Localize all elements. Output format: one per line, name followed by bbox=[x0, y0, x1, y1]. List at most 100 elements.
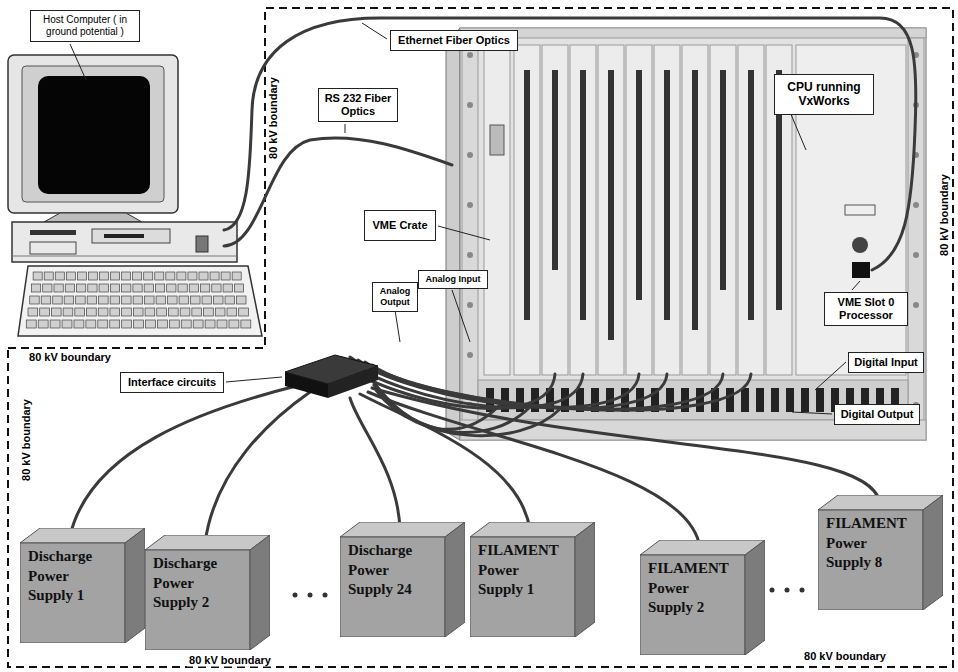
card-panel bbox=[598, 45, 624, 375]
card-bar bbox=[748, 70, 754, 320]
callout-box: Digital Input bbox=[848, 352, 924, 373]
callout-text: Host Computer ( in ground potential ) bbox=[35, 14, 135, 38]
host-computer bbox=[8, 55, 262, 336]
rail-hole bbox=[913, 302, 919, 308]
keyboard-key bbox=[86, 320, 96, 328]
vme-crate-part bbox=[490, 125, 504, 155]
callout-box: Digital Output bbox=[834, 404, 920, 425]
keyboard-key bbox=[205, 320, 215, 328]
card-bar bbox=[580, 70, 586, 320]
keyboard-key bbox=[110, 320, 120, 328]
vme-card bbox=[514, 45, 792, 375]
card-bar bbox=[692, 70, 698, 330]
cube-top bbox=[145, 535, 270, 550]
power-supply-box: FILAMENT Power Supply 1 bbox=[470, 522, 595, 637]
keyboard-key bbox=[64, 296, 73, 304]
power-supply-box: Discharge Power Supply 1 bbox=[20, 528, 145, 643]
callout-box: VME Slot 0 Processor bbox=[824, 292, 908, 326]
vme-card bbox=[570, 45, 596, 375]
keyboard-key bbox=[51, 308, 61, 316]
cube-side bbox=[575, 522, 595, 637]
leader-line-part bbox=[452, 290, 470, 342]
keyboard-key bbox=[75, 308, 85, 316]
vme-card bbox=[598, 45, 624, 375]
signal-wire bbox=[360, 394, 530, 530]
keyboard-key bbox=[122, 272, 131, 280]
keyboard-key bbox=[145, 296, 154, 304]
keyboard-key bbox=[122, 308, 132, 316]
keyboard-key bbox=[239, 308, 249, 316]
rail-hole bbox=[467, 152, 473, 158]
keyboard-key bbox=[74, 320, 84, 328]
cube-front bbox=[818, 510, 923, 610]
keyboard-key bbox=[87, 296, 96, 304]
card-bar bbox=[664, 70, 670, 320]
cube-side bbox=[445, 522, 465, 637]
callout-box: Ethernet Fiber Optics bbox=[390, 30, 518, 51]
keyboard-key bbox=[234, 284, 243, 292]
keyboard-key bbox=[166, 272, 175, 280]
keyboard-key bbox=[167, 284, 176, 292]
keyboard-key bbox=[156, 296, 165, 304]
keyboard-key bbox=[169, 320, 179, 328]
interface-device-part bbox=[285, 372, 328, 398]
keyboard-key bbox=[134, 320, 144, 328]
keyboard-key bbox=[199, 272, 208, 280]
callout-text: CPU running VxWorks bbox=[779, 80, 869, 109]
cube-outline bbox=[20, 528, 145, 643]
callout-text: Digital Output bbox=[839, 408, 915, 421]
cube-top bbox=[20, 528, 145, 543]
card-bar bbox=[608, 70, 614, 340]
keyboard-key bbox=[157, 308, 167, 316]
callout-text: VME Slot 0 Processor bbox=[829, 296, 903, 322]
host-computer-part bbox=[196, 236, 208, 252]
rail-hole bbox=[467, 302, 473, 308]
host-computer-part bbox=[38, 76, 150, 194]
leader-line-part bbox=[362, 23, 387, 39]
keyboard-key bbox=[122, 320, 132, 328]
vme-crate-part bbox=[484, 45, 510, 375]
card-bar bbox=[552, 70, 558, 270]
keyboard-key bbox=[225, 296, 234, 304]
cube-outline bbox=[470, 522, 595, 637]
rail-hole bbox=[467, 102, 473, 108]
card-panel bbox=[514, 45, 540, 375]
vme-card bbox=[626, 45, 652, 375]
host-computer-part bbox=[8, 55, 178, 213]
leader-line-part bbox=[815, 362, 846, 390]
callout-text: RS 232 Fiber Optics bbox=[323, 92, 393, 118]
card-panel bbox=[738, 45, 764, 375]
ellipsis-dots-part bbox=[293, 593, 298, 598]
keyboard-key bbox=[215, 308, 225, 316]
host-computer-part bbox=[12, 256, 237, 257]
power-supply-label: FILAMENT Power Supply 1 bbox=[478, 541, 562, 600]
keyboard-key bbox=[40, 308, 50, 316]
keyboard-key bbox=[110, 296, 119, 304]
keyboard-key bbox=[66, 272, 75, 280]
keyboard-key bbox=[202, 296, 211, 304]
vme-crate-part bbox=[845, 205, 875, 215]
host-computer-part bbox=[22, 66, 164, 202]
cable bbox=[70, 18, 916, 548]
keyboard-key bbox=[133, 284, 142, 292]
keyboard-key bbox=[110, 308, 120, 316]
keyboard-key bbox=[146, 320, 156, 328]
cube-front bbox=[145, 550, 250, 650]
keyboard-key bbox=[62, 320, 72, 328]
keyboard-key bbox=[193, 320, 203, 328]
power-supply-box: FILAMENT Power Supply 2 bbox=[640, 540, 765, 655]
cube-front bbox=[340, 537, 445, 637]
rail-hole bbox=[467, 52, 473, 58]
keyboard-key bbox=[31, 284, 40, 292]
callout-text: Interface circuits bbox=[125, 376, 219, 389]
card-bar bbox=[636, 70, 642, 300]
cube-side bbox=[745, 540, 765, 655]
card-panel bbox=[626, 45, 652, 375]
signal-wire bbox=[70, 385, 300, 536]
interface-device bbox=[285, 355, 378, 398]
card-panel bbox=[570, 45, 596, 375]
connector-slit bbox=[726, 388, 734, 412]
connector-slit bbox=[756, 388, 764, 412]
vme-card bbox=[738, 45, 764, 375]
keyboard-key bbox=[122, 284, 131, 292]
